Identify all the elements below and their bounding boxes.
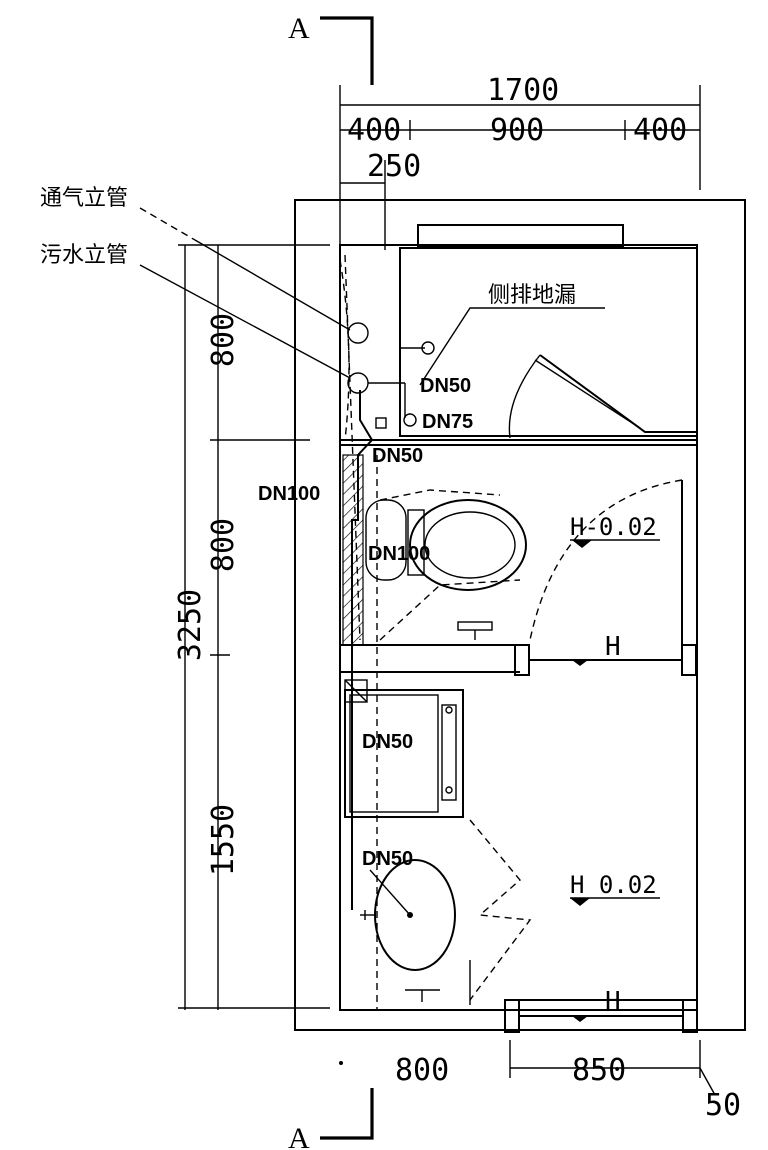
label-dn50-a: DN50 — [420, 375, 471, 397]
wash-basin — [360, 819, 532, 1005]
label-level-1: H-0.02 — [570, 513, 657, 541]
toilet — [365, 489, 527, 641]
waste-stack-symbol — [347, 372, 369, 394]
dim-top-pipe: 250 — [367, 149, 421, 184]
dim-top-left: 400 — [347, 113, 401, 148]
dim-left-1: 800 — [206, 313, 241, 367]
label-door-1: H — [605, 632, 621, 662]
washing-machine — [344, 679, 464, 818]
pipe-chase — [342, 454, 364, 646]
level-markers — [570, 539, 660, 1022]
top-dimensions: 1700 400 900 400 250 — [339, 73, 701, 250]
label-waste-stack: 污水立管 — [40, 243, 128, 268]
section-label-bottom: A — [288, 1122, 310, 1150]
bottom-dimensions: 800 850 50 — [339, 1040, 741, 1123]
vent-stack-symbol — [347, 322, 369, 344]
dim-top-mid: 900 — [490, 113, 544, 148]
dim-bottom-mid: 850 — [572, 1053, 626, 1088]
label-dn50-d: DN50 — [362, 848, 413, 870]
walls — [294, 199, 746, 1033]
dim-top-total: 1700 — [487, 73, 559, 108]
section-mark-bottom: A — [288, 1088, 374, 1150]
dim-left-2: 800 — [206, 518, 241, 572]
section-mark-top: A — [288, 12, 374, 85]
label-dn50-b: DN50 — [372, 445, 423, 467]
label-vent-stack: 通气立管 — [40, 186, 128, 211]
label-dn75: DN75 — [422, 411, 473, 433]
label-dn50-c: DN50 — [362, 731, 413, 753]
label-dn100-b: DN100 — [368, 543, 430, 565]
left-dimensions: 800 800 3250 1550 — [173, 244, 330, 1010]
dim-top-right: 400 — [633, 113, 687, 148]
upper-room-fixtures — [400, 341, 697, 439]
middle-door — [529, 479, 683, 645]
dim-bottom-right: 50 — [705, 1088, 741, 1123]
section-label-top: A — [288, 12, 310, 45]
dim-left-total: 3250 — [173, 589, 208, 661]
label-level-2: H 0.02 — [570, 871, 657, 899]
label-side-drain: 侧排地漏 — [488, 283, 576, 308]
label-door-2: H — [605, 987, 621, 1017]
dim-left-3: 1550 — [206, 804, 241, 876]
dim-bottom-left: 800 — [395, 1053, 449, 1088]
leader-lines — [139, 207, 605, 386]
label-dn100-a: DN100 — [258, 483, 320, 505]
